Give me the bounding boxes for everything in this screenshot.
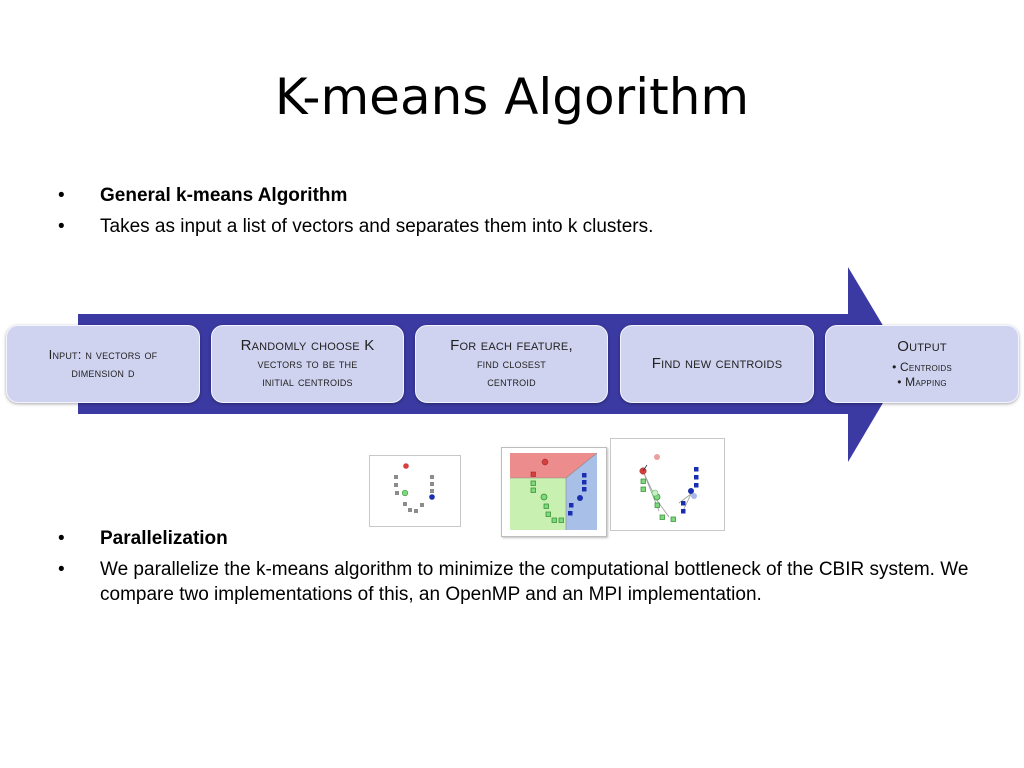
- bullet-list-top: • General k-means Algorithm • Takes as i…: [58, 183, 978, 245]
- slide-title: K-means Algorithm: [274, 68, 750, 126]
- bullet-text: We parallelize the k-means algorithm to …: [100, 559, 969, 605]
- step-line: For each feature,: [450, 337, 573, 354]
- cluster-centroid-update-icon: [610, 438, 725, 531]
- bullet-item: • Takes as input a list of vectors and s…: [58, 214, 978, 239]
- step-line: Find new centroids: [651, 355, 783, 372]
- bullet-item: • General k-means Algorithm: [58, 183, 978, 208]
- step-line: initial centroids: [262, 374, 353, 389]
- bullet-text-heading: Parallelization: [100, 528, 228, 549]
- step-line: find closest: [476, 356, 547, 371]
- bullet-text-heading: General k-means Algorithm: [100, 185, 348, 206]
- step-output: Output • Centroids • Mapping: [825, 325, 1019, 403]
- bullet-marker: •: [58, 216, 65, 237]
- output-item-centroids: • Centroids: [892, 360, 952, 374]
- bullet-item: • We parallelize the k-means algorithm t…: [58, 557, 978, 607]
- cluster-assignment-regions-icon: [501, 447, 607, 537]
- bullet-marker: •: [58, 185, 65, 206]
- process-diagram: Input: n vectors of dimension d Randomly…: [0, 262, 1024, 472]
- step-line: Input: n vectors of: [48, 347, 158, 362]
- step-line: centroid: [487, 374, 536, 389]
- step-line: vectors to be the: [257, 356, 358, 371]
- step-input: Input: n vectors of dimension d: [6, 325, 200, 403]
- bullet-list-bottom: • Parallelization • We parallelize the k…: [58, 526, 978, 613]
- cluster-points-initial-icon: [369, 455, 461, 527]
- step-line: Randomly choose K: [240, 337, 375, 354]
- bullet-marker: •: [58, 559, 65, 580]
- step-new-centroids: Find new centroids: [620, 325, 814, 403]
- bullet-marker: •: [58, 528, 65, 549]
- output-item-mapping: • Mapping: [897, 375, 947, 389]
- step-line: dimension d: [71, 365, 135, 380]
- output-title: Output: [897, 338, 947, 355]
- step-random-centroids: Randomly choose K vectors to be the init…: [211, 325, 404, 403]
- bullet-text: Takes as input a list of vectors and sep…: [100, 216, 654, 237]
- bullet-item: • Parallelization: [58, 526, 978, 551]
- step-closest-centroid: For each feature, find closest centroid: [415, 325, 608, 403]
